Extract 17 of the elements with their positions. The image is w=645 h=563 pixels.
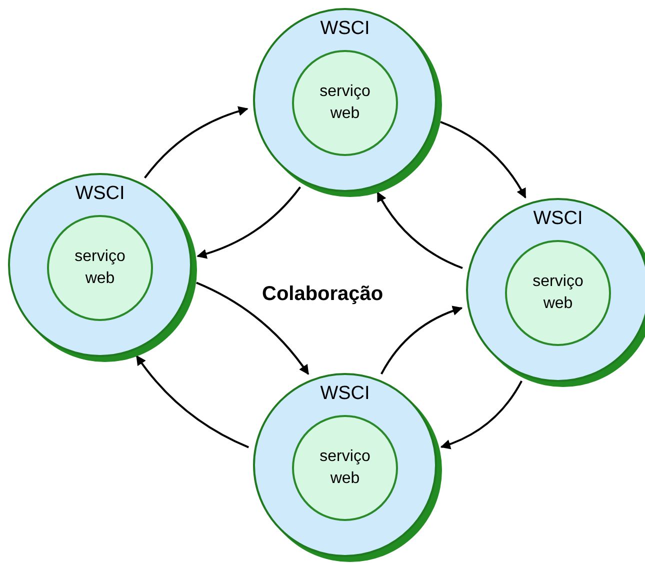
circle-text: serviço web (74, 247, 126, 289)
curved-arrow (440, 120, 526, 198)
curved-arrow (376, 192, 463, 270)
circle-text: serviço web (532, 272, 584, 314)
circle-heading: WSCI (319, 18, 371, 40)
circle-heading: WSCI (532, 208, 584, 230)
curved-arrow (440, 380, 522, 449)
circle-text: serviço web (318, 82, 372, 124)
circle-heading: WSCI (74, 183, 126, 205)
circle-heading: WSCI (319, 383, 371, 405)
curved-arrow (136, 355, 249, 448)
curved-arrow (144, 106, 248, 179)
curved-arrow (196, 186, 301, 259)
curved-arrow (380, 306, 463, 374)
circle-text: serviço web (318, 447, 372, 489)
center-label: Colaboração (262, 283, 384, 306)
curved-arrow (196, 282, 310, 375)
